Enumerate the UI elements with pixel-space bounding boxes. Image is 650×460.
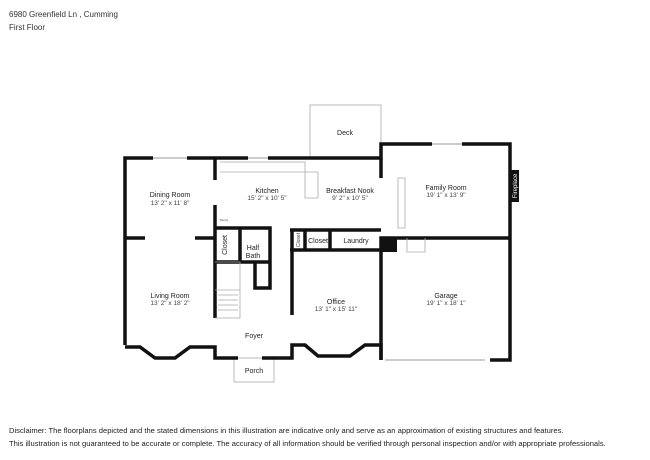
dining-room-label: Dining Room [150,192,191,199]
living-room-label: Living Room [151,293,190,300]
breakfast-nook-label: Breakfast Nook [326,188,374,195]
family-room-dims: 19' 1" x 13' 9" [426,192,466,199]
deck-label: Deck [337,130,353,137]
porch-label: Porch [245,368,263,375]
closet-label-2: Closet [308,238,328,245]
foyer-label: Foyer [245,333,264,340]
walls [123,142,512,362]
disclaimer-line-1: Disclaimer: The floorplans depicted and … [9,426,564,435]
pantry-label: Pantry [220,218,229,222]
kitchen-dims: 15' 2" x 10' 5" [247,195,287,202]
porch [233,357,275,383]
laundry-label: Laundry [343,238,369,245]
fireplace-label: Fireplace [513,173,519,198]
closet-label: Closet [222,235,229,255]
garage-label: Garage [434,293,457,300]
half-bath-label-2: Bath [246,253,261,260]
disclaimer-line-2: This illustration is not guaranteed to b… [9,439,606,448]
floor-label: First Floor [9,23,45,32]
office-label: Office [327,299,345,306]
kitchen-label: Kitchen [255,188,278,195]
living-room-dims: 13' 2" x 18' 2" [150,300,190,307]
dining-room-dims: 13' 2" x 11' 8" [151,200,190,207]
address: 6980 Greenfield Ln , Cumming [9,10,118,19]
fireplace-block [510,170,519,202]
breakfast-nook-dims: 9' 2" x 10' 5" [332,195,368,202]
half-bath-label: Half [247,245,260,252]
family-room-label: Family Room [425,185,466,192]
garage-dims: 19' 1" x 18' 1" [426,300,466,307]
closet-small-label: Closet [296,232,302,247]
office-dims: 13' 1" x 15' 11" [315,306,358,313]
